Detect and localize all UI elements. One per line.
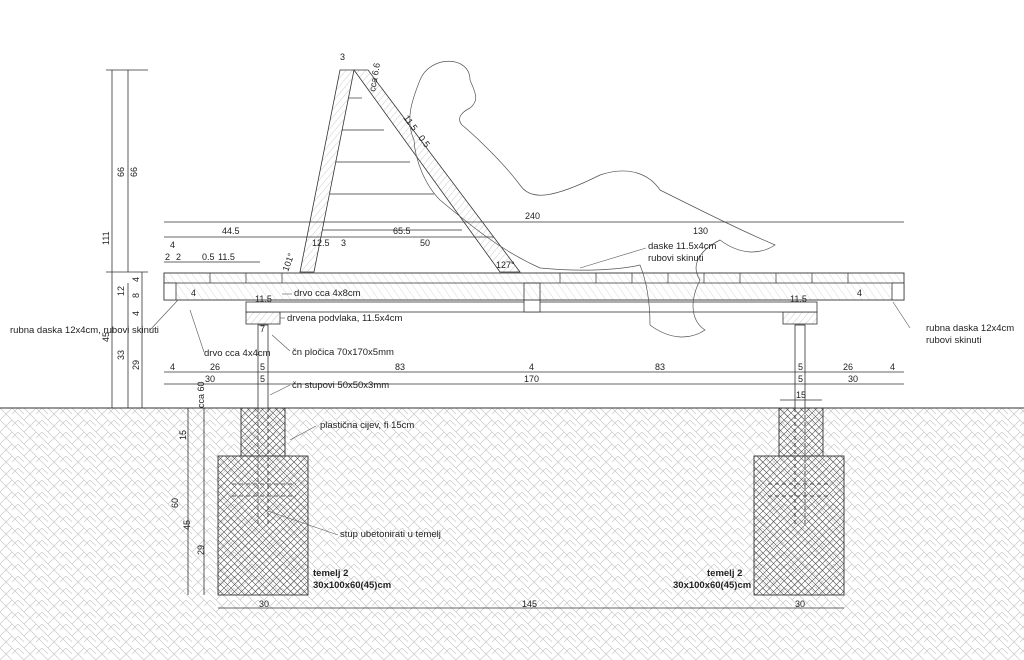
dim-bot-5b: 5 — [798, 362, 803, 372]
embedded-post-right — [768, 408, 830, 525]
dim-seg-44-5: 44.5 — [222, 226, 240, 236]
dim-bot-5d: 5 — [798, 374, 803, 384]
note-plocica: čn pločica 70x170x5mm — [292, 347, 394, 358]
dim-back-height-a: 66 — [116, 167, 126, 177]
dim-inner-4-right: 4 — [857, 288, 862, 298]
dim-base-145: 145 — [522, 599, 537, 609]
note-cijev: plastična cijev, fi 15cm — [320, 420, 414, 431]
dim-back-top-3: 3 — [340, 52, 345, 62]
dim-seg-2a: 2 — [165, 252, 170, 262]
backrest-joints — [322, 97, 462, 231]
dim-bot-30b: 30 — [848, 374, 858, 384]
dim-bot-5c: 5 — [260, 374, 265, 384]
edge-board-left — [163, 282, 177, 301]
note-stupovi: čn stupovi 50x50x3mm — [292, 380, 389, 391]
note-rubna-right: rubna daska 12x4cm — [926, 323, 1014, 334]
horizontal-dim-lines — [164, 221, 904, 609]
dim-total-height: 111 — [101, 231, 111, 245]
steel-post-left — [257, 324, 269, 409]
vertical-dim-lines — [106, 69, 148, 409]
foundation-left — [217, 455, 309, 596]
steel-plate-left — [245, 311, 281, 325]
foundation-right — [753, 455, 845, 596]
dim-found-60: 60 — [170, 498, 180, 508]
note-drvo-4x8: drvo cca 4x8cm — [294, 288, 361, 299]
ground-hatch — [0, 408, 1024, 660]
dim-leg-33: 33 — [116, 350, 126, 360]
dim-total-length: 240 — [525, 211, 540, 221]
note-daske-sub: rubovi skinuti — [648, 253, 703, 264]
dim-seat-thickness: 12 — [116, 286, 126, 296]
note-rubna-right-sub: rubovi skinuti — [926, 335, 981, 346]
dim-bot-83a: 83 — [395, 362, 405, 372]
seat-slab — [163, 272, 905, 301]
steel-post-right — [794, 324, 806, 409]
dim-seg-0-5: 0.5 — [202, 252, 215, 262]
dim-seg-4: 4 — [170, 240, 175, 250]
dim-base-30a: 30 — [259, 599, 269, 609]
dim-angle-127: 127° — [496, 260, 515, 270]
dim-beam-11-5-right: 11.5 — [790, 294, 807, 304]
dim-seat-4a: 4 — [131, 277, 141, 282]
person-silhouette — [409, 60, 776, 338]
dim-seg-50: 50 — [420, 238, 430, 248]
dim-bot-26b: 26 — [843, 362, 853, 372]
note-podvlaka: drvena podvlaka, 11.5x4cm — [287, 313, 403, 324]
steel-plate-right — [782, 311, 818, 325]
dim-seg-130: 130 — [693, 226, 708, 236]
note-drvo-4x4: drvo cca 4x4cm — [204, 348, 271, 359]
note-rubna-left: rubna daska 12x4cm, rubovi skinuti — [10, 325, 159, 336]
dim-seat-4b: 4 — [131, 311, 141, 316]
dim-bot-83b: 83 — [655, 362, 665, 372]
dim-post-7: 7 — [260, 324, 265, 334]
dim-bot-5a: 5 — [260, 362, 265, 372]
dim-base-30b: 30 — [795, 599, 805, 609]
plastic-pipe-right — [778, 407, 824, 457]
backrest-inclined — [353, 69, 521, 273]
dim-found-cca60: cca 60 — [196, 381, 206, 408]
dim-found-29: 29 — [196, 545, 206, 555]
leader-lines — [149, 247, 911, 536]
dim-seg-12-5: 12.5 — [312, 238, 330, 248]
dim-found-15: 15 — [178, 430, 188, 440]
note-temelj-right-size: 30x100x60(45)cm — [673, 580, 751, 591]
note-temelj-left-title: temelj 2 — [313, 568, 348, 579]
edge-board-right — [891, 282, 905, 301]
dim-seg-11-5: 11.5 — [218, 252, 235, 262]
seat-board-joints — [209, 273, 849, 283]
dim-seat-8: 8 — [131, 293, 141, 298]
dim-leg-29: 29 — [131, 360, 141, 370]
note-ubetonirati: stup ubetonirati u temelj — [340, 529, 441, 540]
plastic-pipe-left — [240, 407, 286, 457]
dim-seg-3: 3 — [341, 238, 346, 248]
backrest-panel — [299, 69, 355, 273]
dim-found-45: 45 — [182, 520, 192, 530]
dim-bot-170: 170 — [524, 374, 539, 384]
dim-bot-26a: 26 — [210, 362, 220, 372]
dim-bot-30a: 30 — [205, 374, 215, 384]
dim-beam-11-5-left: 11.5 — [255, 294, 272, 304]
dim-back-cca: cca 6.6 — [367, 62, 382, 92]
dim-angle-101: 101° — [280, 251, 296, 272]
dim-inner-4-left: 4 — [191, 288, 196, 298]
note-temelj-left-size: 30x100x60(45)cm — [313, 580, 391, 591]
note-temelj-right-title: temelj 2 — [707, 568, 742, 579]
dim-bot-4b: 4 — [529, 362, 534, 372]
note-daske: daske 11.5x4cm — [648, 241, 717, 252]
dim-pipe-15: 15 — [796, 390, 806, 400]
dim-seg-2b: 2 — [176, 252, 181, 262]
dim-leg-45: 45 — [101, 332, 111, 342]
dim-bot-4a: 4 — [170, 362, 175, 372]
dim-seg-65-5: 65.5 — [393, 226, 411, 236]
foundation-dim-lines — [187, 408, 205, 595]
dim-bot-4c: 4 — [890, 362, 895, 372]
dim-back-height-b: 66 — [129, 167, 139, 177]
embedded-post-left — [232, 408, 296, 525]
